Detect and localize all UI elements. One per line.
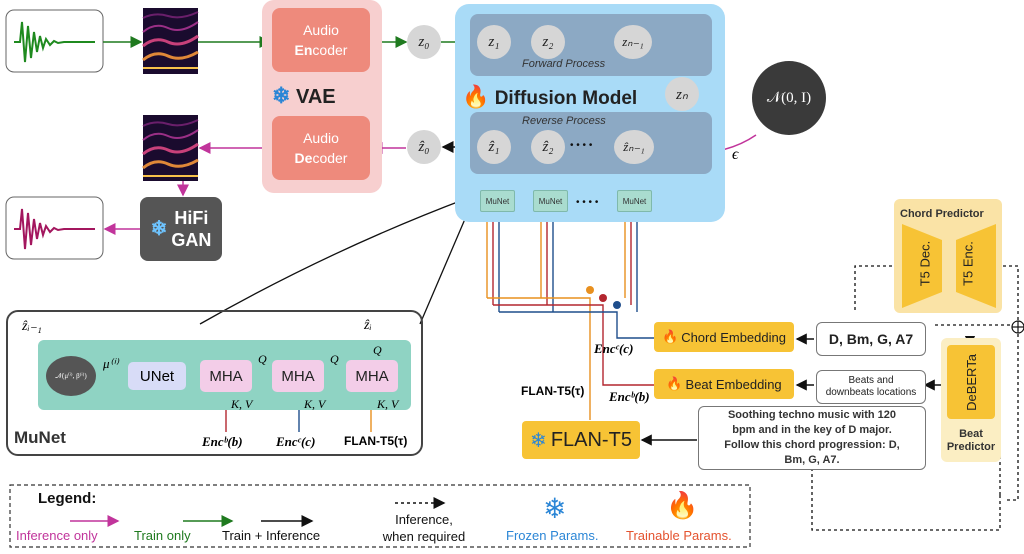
output-waveform <box>14 208 95 250</box>
diffusion-title: Diffusion Model <box>494 88 638 109</box>
chords-box: D, Bm, G, A7 <box>816 322 926 356</box>
legend-when-required: Inference, when required <box>382 512 466 544</box>
munet-detail-panel <box>6 310 423 456</box>
input-spectrogram <box>142 8 199 74</box>
legend-train-only: Train only <box>134 528 191 543</box>
reverse-dots: • • • • <box>570 140 593 151</box>
latent-zhat2: ẑ₂ <box>531 130 565 164</box>
q-label-1: Q <box>258 352 267 366</box>
flan-tau-label: FLAN-T5(τ) <box>521 384 585 398</box>
latent-zN: zₙ <box>665 77 699 111</box>
beats-line1: Beats and <box>848 375 894 386</box>
conditioning-wires <box>481 210 654 420</box>
mha-block-3: MHA <box>346 360 398 392</box>
mu-label: μ⁽ⁱ⁾ <box>103 356 119 371</box>
legend-frozen: Frozen Params. <box>506 528 599 543</box>
t5-dec-label: T5 Dec. <box>917 240 933 287</box>
beat-embedding-label: Beat Embedding <box>685 376 782 392</box>
fire-icon: 🔥 <box>662 329 679 344</box>
t5-enc-label: T5 Enc. <box>960 241 976 286</box>
q-label-2: Q <box>330 352 339 366</box>
prompt-line: Bm, G, A7. <box>784 454 840 466</box>
deberta-label: DeBERTa <box>963 353 979 411</box>
legend-box <box>9 484 751 548</box>
unet-block: UNet <box>128 362 186 390</box>
gaussian-label: 𝒩(μ⁽ⁱ⁾, β⁽ⁱ⁾) <box>55 371 87 380</box>
munet-small-2: MuNet <box>533 190 568 212</box>
beat-predictor-label: Beat Predictor <box>946 428 996 453</box>
vae-label-wrap: ❄ VAE <box>272 83 336 109</box>
latent-z1: z₁ <box>477 25 511 59</box>
kv-label-1: K, V <box>231 397 253 411</box>
munet-enc-b: Encᵇ(b) <box>202 434 243 449</box>
enc-c-label: Encᶜ(c) <box>594 341 634 356</box>
flan-t5-block: ❄ FLAN-T5 <box>522 421 640 459</box>
munet-enc-c: Encᶜ(c) <box>276 434 316 449</box>
latent-z2: z₂ <box>531 25 565 59</box>
prompt-box: Soothing techno music with 120 bpm and i… <box>698 406 926 470</box>
audio-decoder-line1: Audio <box>303 130 339 146</box>
flan-t5-label: FLAN-T5 <box>550 428 632 451</box>
beats-box: Beats and downbeats locations <box>816 370 926 404</box>
chord-predictor-shapes <box>902 224 996 308</box>
kv-label-2: K, V <box>304 397 326 411</box>
latent-zhatN1: ẑₙ₋₁ <box>614 130 654 164</box>
snowflake-icon: ❄ <box>272 83 291 108</box>
audio-decoder-line2: Decoder <box>294 150 348 166</box>
forward-process-label: Forward Process <box>522 58 606 70</box>
latent-zhat1: ẑ₁ <box>477 130 511 164</box>
legend-title: Legend: <box>38 490 97 507</box>
diffusion-title-wrap: 🔥 Diffusion Model <box>462 84 637 110</box>
mha-block-1: MHA <box>200 360 252 392</box>
audio-encoder-line2: Encoder <box>294 42 348 58</box>
output-spectrogram <box>142 115 199 181</box>
audio-encoder-line1: Audio <box>303 22 339 38</box>
reverse-process-label: Reverse Process <box>522 115 606 127</box>
legend-trainable: Trainable Params. <box>626 528 732 543</box>
epsilon-label: ϵ <box>732 146 739 163</box>
kv-label-3: K, V <box>377 397 399 411</box>
munet-detail-title: MuNet <box>14 428 66 447</box>
snowflake-icon: ❄ <box>543 493 567 524</box>
munet-dots: • • • • <box>576 197 599 208</box>
chord-predictor-title: Chord Predictor <box>900 208 984 220</box>
latent-zN1: zₙ₋₁ <box>614 25 652 59</box>
beats-line2: downbeats locations <box>825 387 917 398</box>
gaussian-node: 𝒩(μ⁽ⁱ⁾, β⁽ⁱ⁾) <box>46 356 96 396</box>
beat-embedding: 🔥 Beat Embedding <box>654 369 794 399</box>
fire-icon: 🔥 <box>666 490 699 520</box>
prompt-line: bpm and in the key of D major. <box>732 424 892 436</box>
legend-train-inference: Train + Inference <box>222 528 321 543</box>
prompt-line: Follow this chord progression: D, <box>724 439 900 451</box>
mha-block-2: MHA <box>272 360 324 392</box>
audio-encoder: Audio Encoder <box>272 8 370 72</box>
munet-input-label: ẑᵢ <box>364 318 372 333</box>
legend-inference-only: Inference only <box>16 528 98 543</box>
snowflake-icon: ❄ <box>150 218 168 240</box>
vae-label: VAE <box>296 86 336 108</box>
latent-zhat0: ẑ₀ <box>407 130 441 164</box>
snowflake-icon: ❄ <box>530 429 547 452</box>
fire-icon: 🔥 <box>462 84 490 109</box>
munet-small-3: MuNet <box>617 190 652 212</box>
munet-output-label: ẑᵢ₋₁ <box>22 319 42 334</box>
deberta-block: DeBERTa <box>947 345 995 419</box>
fire-icon: 🔥 <box>666 376 683 391</box>
latent-z0: z₀ <box>407 25 441 59</box>
prompt-line: Soothing techno music with 120 <box>727 409 897 421</box>
audio-decoder: Audio Decoder <box>272 116 370 180</box>
input-waveform <box>14 21 95 63</box>
chord-embedding-label: Chord Embedding <box>681 329 786 345</box>
munet-small-1: MuNet <box>480 190 515 212</box>
noise-label: 𝒩(0, I) <box>766 90 812 106</box>
munet-flan: FLAN-T5(τ) <box>344 434 408 448</box>
chord-embedding: 🔥 Chord Embedding <box>654 322 794 352</box>
q-label-3: Q <box>373 343 382 357</box>
noise-node: 𝒩(0, I) <box>752 61 826 135</box>
enc-b-label: Encᵇ(b) <box>609 389 650 404</box>
